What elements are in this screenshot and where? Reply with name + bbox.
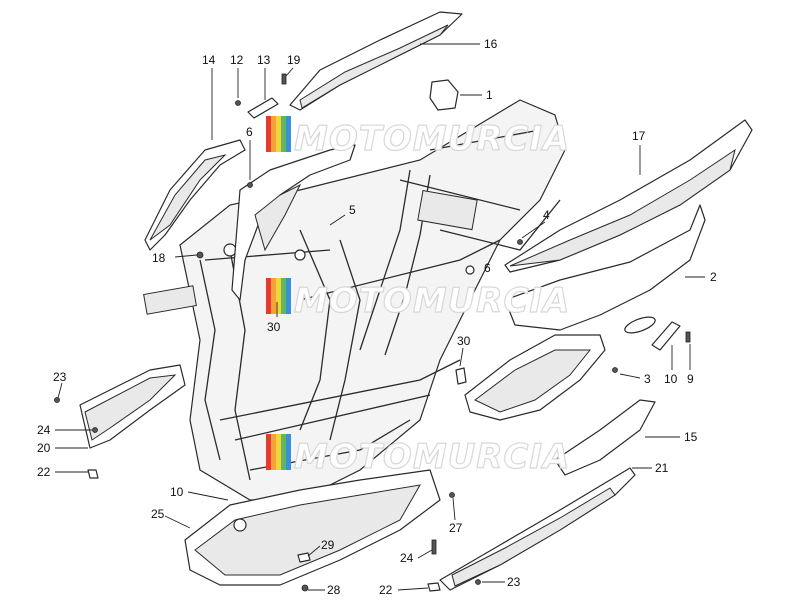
screw-19 <box>281 73 287 85</box>
part-17-right-side-panel <box>504 119 753 273</box>
watermark-middle: MOTOMURCIA <box>266 278 570 322</box>
leader-lines <box>55 43 705 591</box>
callout-6-mid: 6 <box>484 261 491 275</box>
callout-22-left: 22 <box>37 465 51 479</box>
part-13-plate <box>247 97 279 119</box>
callout-10-left: 10 <box>170 485 184 499</box>
callout-16: 16 <box>484 37 498 51</box>
screw-3 <box>612 367 618 373</box>
callout-10-right: 10 <box>664 372 678 386</box>
part-1-bracket <box>429 79 459 111</box>
screw-23b <box>475 579 481 585</box>
callout-23-bottom: 23 <box>507 575 521 589</box>
callout-24-bottom: 24 <box>400 551 414 565</box>
part-15-lower-trim <box>554 399 656 476</box>
callout-17: 17 <box>632 129 646 143</box>
watermark-text-1: MOTOMURCIA <box>294 119 570 159</box>
callout-27: 27 <box>449 521 463 535</box>
callout-29: 29 <box>321 538 335 552</box>
watermark-text-3: MOTOMURCIA <box>294 437 570 477</box>
watermark-text-2: MOTOMURCIA <box>294 281 570 321</box>
callout-5: 5 <box>349 203 356 217</box>
screw-28 <box>301 584 309 592</box>
callout-25: 25 <box>151 507 165 521</box>
screw-18 <box>196 251 204 259</box>
callout-2: 2 <box>710 270 717 284</box>
clip-22a <box>87 469 99 479</box>
callout-30-left: 30 <box>267 320 281 334</box>
callout-6-top: 6 <box>246 125 253 139</box>
callout-24-left: 24 <box>37 423 51 437</box>
clip-30b <box>455 367 467 385</box>
clip-22b <box>427 582 441 592</box>
screw-24b <box>431 539 437 555</box>
callout-30-right: 30 <box>457 334 471 348</box>
part-2-right-lower-panel <box>504 204 706 331</box>
screw-24a <box>92 427 98 433</box>
callout-19: 19 <box>287 53 301 67</box>
screw-23a <box>54 397 60 403</box>
callout-20: 20 <box>37 441 51 455</box>
callout-15: 15 <box>684 430 698 444</box>
callout-18: 18 <box>152 251 166 265</box>
callout-3: 3 <box>644 372 651 386</box>
watermark-bottom: MOTOMURCIA <box>266 434 570 478</box>
callout-1: 1 <box>486 88 493 102</box>
screw-6a <box>247 182 253 188</box>
plate-10 <box>651 321 681 351</box>
inner-panel <box>231 144 356 301</box>
screw-12 <box>235 100 241 106</box>
screw-9 <box>685 331 691 343</box>
callout-21: 21 <box>655 461 669 475</box>
callout-4: 4 <box>543 208 550 222</box>
watermark-top: MOTOMURCIA <box>266 116 570 160</box>
callout-12: 12 <box>230 53 244 67</box>
clip-29 <box>297 552 311 563</box>
screw-27 <box>449 492 455 498</box>
callout-9: 9 <box>687 372 694 386</box>
callout-23-left: 23 <box>53 370 67 384</box>
callout-14: 14 <box>202 53 216 67</box>
callout-28: 28 <box>327 583 341 597</box>
screw-4 <box>517 239 523 245</box>
callout-13: 13 <box>257 53 271 67</box>
callout-22-bottom: 22 <box>379 583 393 597</box>
callout-labels: 16 1 14 12 13 19 6 17 5 4 6 18 2 30 30 1… <box>37 37 717 597</box>
